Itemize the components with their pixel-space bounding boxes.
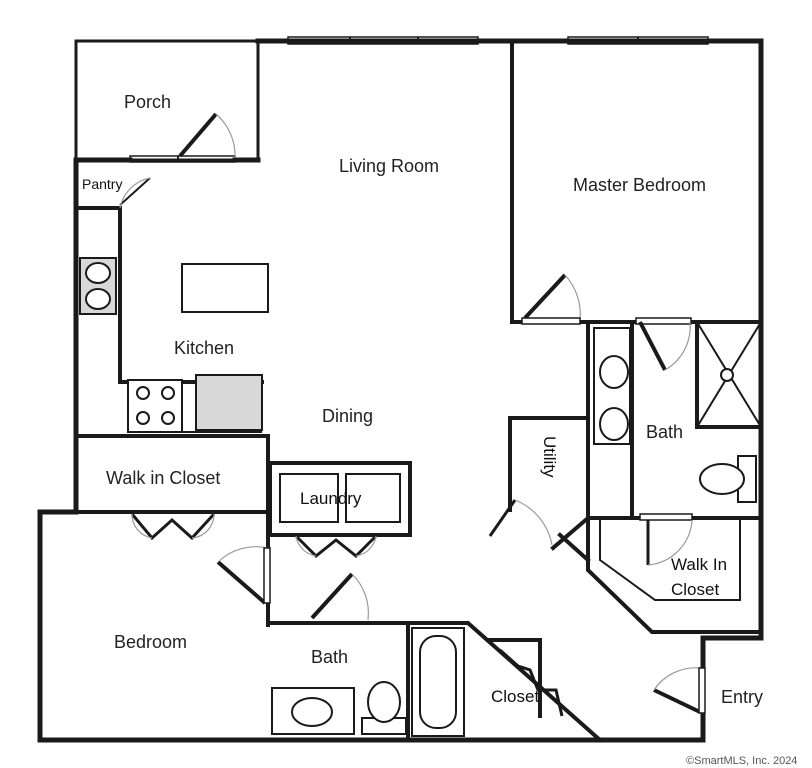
dryer-icon — [345, 473, 401, 523]
toilet-icon — [367, 681, 401, 723]
label-master-bedroom: Master Bedroom — [573, 175, 706, 195]
label-porch: Porch — [124, 92, 171, 112]
label-closet: Closet — [491, 687, 539, 706]
room-labels: Porch Pantry Living Room Master Bedroom … — [82, 92, 797, 767]
label-bath: Bath — [311, 647, 348, 667]
fixtures — [79, 257, 757, 737]
doors — [119, 112, 706, 717]
label-master-closet-line1: Walk In — [671, 555, 727, 574]
windows — [129, 36, 709, 163]
label-utility: Utility — [540, 436, 559, 478]
label-master-bath: Bath — [646, 422, 683, 442]
label-living-room: Living Room — [339, 156, 439, 176]
label-master-closet-line2: Closet — [671, 580, 719, 599]
label-bedroom: Bedroom — [114, 632, 187, 652]
label-entry: Entry — [721, 687, 763, 707]
label-dining: Dining — [322, 406, 373, 426]
refrigerator-icon — [195, 374, 263, 431]
sink-icon — [599, 407, 629, 441]
sink-icon — [599, 355, 629, 389]
label-pantry: Pantry — [82, 176, 122, 192]
label-laundry: Laundry — [300, 489, 362, 508]
kitchen-island — [181, 263, 269, 313]
label-kitchen: Kitchen — [174, 338, 234, 358]
copyright-text: ©SmartMLS, Inc. 2024 — [686, 755, 797, 767]
label-walk-in-closet: Walk in Closet — [106, 468, 220, 488]
sink-icon — [291, 697, 333, 727]
toilet-icon — [699, 463, 745, 495]
shower-drain-icon — [720, 368, 734, 382]
range-icon — [127, 379, 183, 433]
washer-icon — [279, 473, 339, 523]
